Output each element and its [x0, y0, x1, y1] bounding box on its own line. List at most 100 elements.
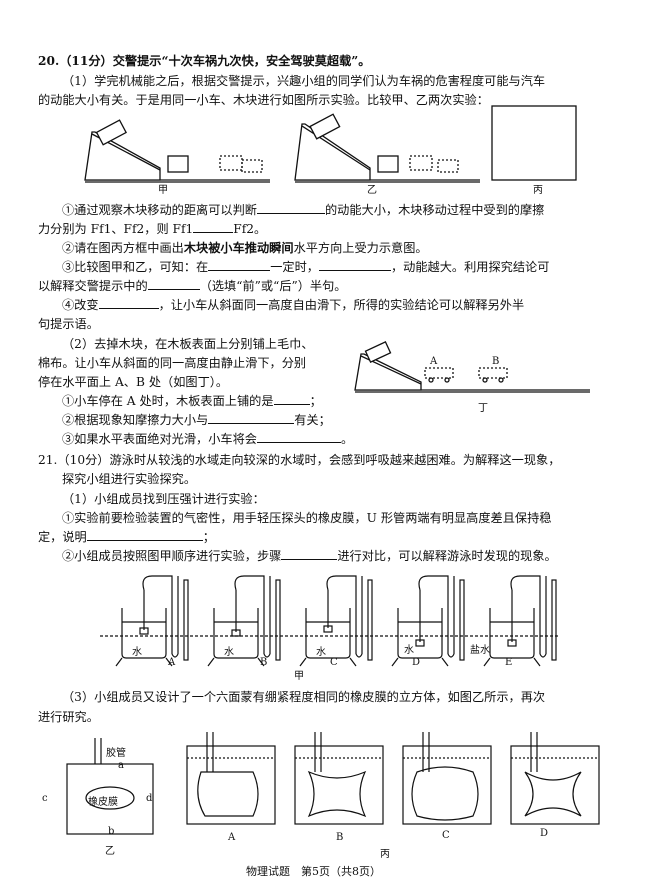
beaker-c — [299, 575, 373, 667]
liquid-label-e: 盐水 — [470, 645, 490, 656]
answer-blank[interactable] — [257, 442, 341, 443]
q20-item3-a: ③比较图甲和乙，可知：在 一定时， ，动能越大。利用探究结论可 — [62, 260, 549, 275]
q20-item4-a: ④改变 ，让小车从斜面同一高度自由滑下，所得的实验结论可以解释另外半 — [62, 298, 524, 313]
cube-face-b: b — [108, 826, 115, 837]
tank-label-d: D — [540, 828, 549, 839]
q20-part2-line1: （2）去掉木块，在木板表面上分别铺上毛巾、 — [62, 337, 314, 351]
q20-j1-text: ①小车停在 A 处时，木板表面上铺的是 — [62, 394, 274, 408]
ramp-figures — [84, 105, 577, 183]
answer-blank[interactable] — [319, 270, 391, 271]
answer-blank[interactable] — [98, 308, 159, 309]
answer-blank[interactable] — [147, 289, 200, 290]
q21-part3-line1: （3）小组成员又设计了一个六面蒙有绷紧程度相同的橡皮膜的立方体，如图乙所示，再次 — [62, 690, 546, 704]
q20-j3-text: ③如果水平表面绝对光滑，小车将会 — [62, 432, 257, 446]
q20-item2-bold: 木块被小车推动瞬间 — [183, 241, 294, 255]
tank-c — [402, 732, 492, 825]
q21-line2: 探究小组进行实验探究。 — [62, 472, 197, 486]
q20-item3-text2: 一定时， — [270, 260, 319, 274]
answer-blank[interactable] — [208, 423, 295, 424]
beaker-label-a: A — [168, 657, 176, 668]
fig-label-jia: 甲 — [158, 185, 168, 196]
answer-blank[interactable] — [86, 540, 203, 541]
q21-header: 21.（10分）游泳时从较浅的水域走向较深的水域时，会感到呼吸越来越困难。为解释… — [38, 453, 561, 467]
cube-membrane-label: 橡皮膜 — [88, 797, 118, 808]
q20-item1-text2: 的动能大小，木块移动过程中受到的摩擦 — [325, 203, 545, 217]
q20-j1: ①小车停在 A 处时，木板表面上铺的是 ； — [62, 394, 322, 409]
q20-item1-text3: 力分别为 Ff1、Ff2，则 Ff1 — [38, 222, 194, 236]
q20-item2-text2: 水平方向上受力示意图。 — [293, 241, 428, 255]
tank-label-c: C — [442, 830, 450, 841]
answer-blank[interactable] — [193, 232, 234, 233]
q20-part2-line3: 停在水平面上 A、B 处（如图丁）。 — [38, 375, 229, 389]
q20-item1-text: ①通过观察木块移动的距离可以判断 — [62, 203, 257, 217]
cube-tube-label: 胶管 — [106, 748, 126, 759]
ding-label-a: A — [430, 356, 438, 367]
answer-blank[interactable] — [273, 404, 310, 405]
q20-j3-end: 。 — [341, 432, 354, 446]
q20-j1-end: ； — [309, 394, 322, 408]
beaker-b — [207, 575, 281, 667]
beaker-e — [483, 575, 557, 667]
q21-k1c-text: ； — [202, 530, 215, 544]
q20-item4-text2: ，让小车从斜面同一高度自由滑下，所得的实验结论可以解释另外半 — [158, 298, 525, 312]
figure-ding — [354, 341, 590, 393]
cube-face-d: d — [146, 793, 153, 804]
q21-part1: （1）小组成员找到压强计进行实验： — [62, 492, 265, 506]
q21-k2: ②小组成员按照图甲顺序进行实验，步骤进行对比，可以解释游泳时发现的现象。 — [62, 549, 557, 564]
ding-caption: 丁 — [478, 403, 488, 414]
q20-part1-line2: 的动能大小有关。于是用同一小车、木块进行如图所示实验。比较甲、乙两次实验： — [38, 93, 489, 107]
q21-k1b: 定，说明 ； — [38, 530, 215, 545]
q20-item3-text4: 以解释交警提示中的 — [38, 279, 148, 293]
q20-item1-text4: Ff2。 — [233, 222, 267, 236]
liquid-label-c: 水 — [316, 647, 326, 658]
answer-blank[interactable] — [281, 559, 338, 560]
q21-k1a: ①实验前要检验装置的气密性，用手轻压探头的橡皮膜，U 形管两端有明显高度差且保持… — [62, 511, 552, 525]
pressure-gauge-figure — [100, 575, 560, 667]
liquid-label-a: 水 — [132, 647, 142, 658]
tank-label-a: A — [228, 832, 236, 843]
q20-item2: ②请在图丙方框中画出木块被小车推动瞬间水平方向上受力示意图。 — [62, 241, 428, 256]
q20-j3: ③如果水平表面绝对光滑，小车将会 。 — [62, 432, 353, 447]
q20-j2-text: ②根据现象知摩擦力大小与 — [62, 413, 209, 427]
liquid-label-b: 水 — [224, 647, 234, 658]
q20-item4-text: ④改变 — [62, 298, 99, 312]
answer-blank[interactable] — [257, 213, 325, 214]
answer-blank[interactable] — [208, 270, 271, 271]
figure-yi — [294, 113, 480, 183]
q20-item1-b: 力分别为 Ff1、Ff2，则 Ff1 Ff2。 — [38, 222, 266, 237]
tanks-figure — [186, 732, 600, 825]
q20-item3-b: 以解释交警提示中的 （选填“前”或“后”）半句。 — [38, 279, 347, 294]
fig-label-yi: 乙 — [367, 185, 377, 196]
beaker-label-d: D — [412, 657, 421, 668]
q20-header: 20.（11分）交警提示“十次车祸九次快，安全驾驶莫超载”。 — [38, 54, 371, 68]
beaker-label-c: C — [330, 657, 338, 668]
tank-d — [510, 732, 600, 825]
beaker-a — [115, 575, 189, 667]
q20-j2: ②根据现象知摩擦力大小与 有关； — [62, 413, 331, 428]
page-footer: 物理试题 第5页（共8页） — [246, 865, 381, 878]
q21-k1b-text: 定，说明 — [38, 530, 87, 544]
cube-caption: 乙 — [105, 846, 115, 857]
q21-k2-text: ②小组成员按照图甲顺序进行实验，步骤 — [62, 549, 282, 563]
q20-item3-text5: （选填“前”或“后”）半句。 — [199, 279, 347, 293]
fig-jia-caption: 甲 — [294, 671, 304, 682]
cube-face-a: a — [118, 760, 124, 771]
q20-item3-text3: ，动能越大。利用探究结论可 — [391, 260, 550, 274]
q20-part1-line1: （1）学完机械能之后，根据交警提示，兴趣小组的同学们认为车祸的危害程度可能与汽车 — [62, 74, 546, 88]
tank-b — [294, 732, 384, 825]
tank-a — [186, 732, 276, 825]
figure-bing-box — [491, 105, 577, 181]
q20-item1-a: ①通过观察木块移动的距离可以判断 的动能大小，木块移动过程中受到的摩擦 — [62, 203, 544, 218]
beaker-d — [391, 575, 465, 667]
q20-item4-b: 句提示语。 — [38, 317, 99, 331]
liquid-label-d: 水 — [404, 645, 414, 656]
cube-face-c: c — [42, 793, 48, 804]
beaker-label-b: B — [260, 657, 268, 668]
tanks-caption: 丙 — [380, 849, 390, 860]
cube-figure — [66, 738, 154, 835]
q20-item2-text: ②请在图丙方框中画出 — [62, 241, 184, 255]
q20-j2-text2: 有关； — [294, 413, 331, 427]
tank-label-b: B — [336, 832, 344, 843]
fig-label-bing: 丙 — [533, 185, 543, 196]
q20-item3-text: ③比较图甲和乙，可知：在 — [62, 260, 209, 274]
